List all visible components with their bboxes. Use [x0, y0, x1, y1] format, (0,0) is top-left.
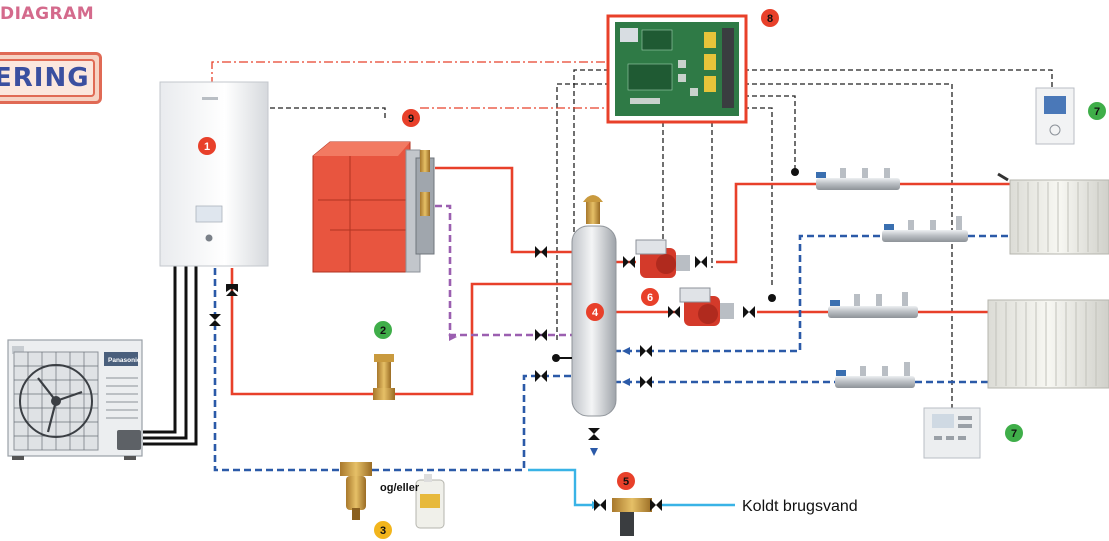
- controller-board: [608, 16, 746, 122]
- badge-7-remote: 7: [1005, 424, 1023, 442]
- badge-4: 4: [586, 303, 604, 321]
- cold-water-valve-group: [612, 498, 652, 536]
- svg-text:2: 2: [380, 325, 386, 337]
- radiator-lower: [988, 300, 1109, 388]
- svg-text:4: 4: [592, 307, 599, 319]
- circulation-pump-upper: [636, 240, 690, 278]
- magnet-filter: [340, 462, 372, 520]
- svg-text:8: 8: [767, 13, 773, 25]
- boiler: [313, 142, 434, 272]
- svg-text:7: 7: [1094, 106, 1100, 118]
- badge-1: 1: [198, 137, 216, 155]
- badge-9: 9: [402, 109, 420, 127]
- manifold-3: [828, 292, 918, 318]
- tank-return-arrow-lower: [622, 378, 630, 386]
- manifold-4: [835, 362, 915, 388]
- svg-text:1: 1: [204, 141, 210, 153]
- badge-5: 5: [617, 472, 635, 490]
- boiler-return-pipe: [435, 206, 574, 335]
- radiator-upper: [998, 174, 1109, 254]
- badge-8: 8: [761, 9, 779, 27]
- tank-return-arrow-upper: [622, 347, 630, 355]
- badge-3: 3: [374, 521, 392, 539]
- svg-text:5: 5: [623, 476, 629, 488]
- og-eller-label: og/eller: [380, 482, 420, 494]
- room-thermostat: [1036, 88, 1074, 144]
- badge-2: 2: [374, 321, 392, 339]
- inhibitor-canister: [416, 474, 444, 528]
- badge-7-thermostat: 7: [1088, 102, 1106, 120]
- cold-water-label: Koldt brugsvand: [742, 498, 858, 515]
- circulation-pump-lower: [680, 288, 734, 326]
- svg-text:9: 9: [408, 113, 414, 125]
- indoor-unit: [160, 82, 268, 266]
- svg-text:6: 6: [647, 292, 653, 304]
- svg-text:7: 7: [1011, 428, 1017, 440]
- manifold-1: [816, 168, 900, 190]
- outdoor-cables: [143, 264, 196, 444]
- buffer-tank: [552, 195, 616, 416]
- svg-text:3: 3: [380, 525, 386, 537]
- remote-controller: [924, 408, 980, 458]
- manifold-2: [882, 216, 968, 242]
- safety-valve: [373, 354, 395, 400]
- drain-arrow: [590, 448, 598, 456]
- control-wiring-red: [212, 62, 612, 108]
- outdoor-brand-label: Panasonic: [108, 357, 141, 364]
- badge-6: 6: [641, 288, 659, 306]
